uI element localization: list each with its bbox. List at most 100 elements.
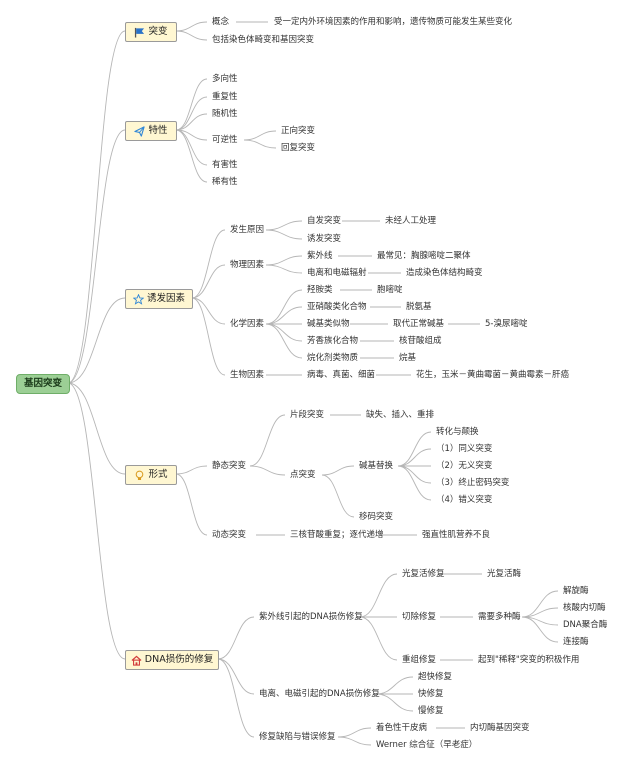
node-alkylating: 烷化剂类物质: [307, 353, 359, 363]
node-defect: 修复缺陷与错误修复: [259, 732, 336, 742]
connector: [243, 139, 277, 149]
node-recurrent: 重复性: [212, 92, 238, 102]
paper-plane-icon: [134, 125, 146, 137]
connector: [249, 465, 286, 476]
connector: [217, 658, 255, 738]
node-physical: 物理因素: [230, 260, 265, 270]
node-synonymous: （1）同义突变: [436, 444, 493, 454]
node-hydroxylamine: 羟胺类: [307, 285, 333, 295]
connector: [191, 264, 226, 299]
connector: [265, 306, 303, 325]
node-polymerase: DNA聚合酶: [563, 620, 608, 630]
connector: [375, 693, 414, 712]
node-nitrous: 亚硝酸类化合物: [307, 302, 367, 312]
connector: [359, 616, 398, 661]
connector: [217, 658, 255, 695]
node-aflatoxin: 花生，玉米－黄曲霉菌－黄曲霉素－肝癌: [416, 370, 570, 380]
connector: [321, 465, 355, 476]
node-multidirectional: 多向性: [212, 74, 238, 84]
branch-label: 突变: [148, 26, 168, 37]
node-chemical: 化学因素: [230, 319, 265, 329]
node-reversible: 可逆性: [212, 135, 238, 145]
node-myotonic: 强直性肌营养不良: [422, 530, 491, 540]
connector: [265, 264, 303, 274]
node-uv: 紫外线: [307, 251, 333, 261]
node-cause: 发生原因: [230, 225, 265, 235]
node-ultrafast: 超快修复: [418, 672, 453, 682]
branch-label: 形式: [148, 469, 168, 480]
star-icon: [132, 293, 144, 305]
node-deamination: 脱氨基: [406, 302, 432, 312]
node-stop-codon: （3）终止密码突变: [436, 478, 510, 488]
node-biological: 生物因素: [230, 370, 265, 380]
node-concept-definition: 受一定内外环境因素的作用和影响，遗传物质可能发生某些变化: [274, 17, 513, 27]
node-pathogens: 病毒、真菌、细菌: [307, 370, 376, 380]
node-forward-mutation: 正向突变: [281, 126, 316, 136]
node-point: 点突变: [290, 470, 316, 480]
node-endonuclease: 核酸内切酶: [563, 603, 606, 613]
connector: [265, 220, 303, 231]
connector: [191, 297, 226, 376]
node-5bu: 5-溴尿嘧啶: [485, 319, 528, 329]
branch-node-induced-factors[interactable]: 诱发因素: [125, 289, 193, 309]
node-missense: （4）错义突变: [436, 495, 493, 505]
node-fragment: 片段突变: [290, 410, 325, 420]
node-photoreactivation: 光复活修复: [402, 569, 445, 579]
node-ligase: 连接酶: [563, 637, 589, 647]
connector: [397, 465, 432, 501]
connector: [321, 474, 355, 518]
node-photolyase: 光复活酶: [487, 569, 522, 579]
node-helicase: 解旋酶: [563, 586, 589, 596]
node-rare: 稀有性: [212, 177, 238, 187]
connector: [67, 382, 126, 475]
node-replace-base: 取代正常碱基: [393, 319, 445, 329]
connector: [521, 590, 559, 618]
branch-node-dna-repair[interactable]: DNA损伤的修复: [125, 650, 219, 670]
branch-label: 诱发因素: [146, 293, 185, 304]
connector: [175, 30, 208, 41]
connector: [67, 129, 126, 384]
branch-label: DNA损伤的修复: [144, 654, 214, 665]
connector: [265, 323, 303, 342]
connector: [265, 323, 303, 359]
node-slow: 慢修复: [418, 706, 444, 716]
connector: [337, 736, 372, 746]
connector: [265, 289, 303, 325]
node-random: 随机性: [212, 109, 238, 119]
node-untreated: 未经人工处理: [385, 216, 437, 226]
node-alkyl: 烷基: [399, 353, 417, 363]
root-node[interactable]: 基因突变: [16, 374, 70, 394]
connector: [175, 113, 208, 131]
node-transition: 转化与颠换: [436, 427, 479, 437]
node-dilute: 起到"稀释"突变的积极作用: [478, 655, 580, 665]
connector: [397, 448, 432, 467]
connector: [175, 96, 208, 131]
node-aromatic: 芳香族化合物: [307, 336, 359, 346]
connector: [67, 30, 126, 384]
node-harmful: 有害性: [212, 160, 238, 170]
connector: [265, 255, 303, 266]
branch-node-properties[interactable]: 特性: [125, 121, 177, 141]
node-trinucleotide: 三核苷酸重复；逐代递增: [290, 530, 384, 540]
node-xeroderma: 着色性干皮病: [376, 723, 428, 733]
node-induced: 诱发突变: [307, 234, 342, 244]
node-fast: 快修复: [418, 689, 444, 699]
node-base-analog: 碱基类似物: [307, 319, 350, 329]
node-endo-gene: 内切酶基因突变: [470, 723, 530, 733]
node-static: 静态突变: [212, 461, 247, 471]
node-includes: 包括染色体畸变和基因突变: [212, 35, 315, 45]
branch-node-mutation[interactable]: 突变: [125, 22, 177, 42]
node-nucleotide: 核苷酸组成: [399, 336, 442, 346]
connector: [243, 130, 277, 141]
connector: [217, 616, 255, 660]
connector: [175, 465, 208, 475]
connector: [175, 21, 208, 32]
node-werner: Werner 综合征（早老症）: [376, 740, 478, 750]
connector: [521, 607, 559, 618]
connector: [397, 465, 432, 484]
branch-node-forms[interactable]: 形式: [125, 465, 177, 485]
branch-label: 特性: [148, 125, 168, 136]
node-recombination: 重组修复: [402, 655, 437, 665]
